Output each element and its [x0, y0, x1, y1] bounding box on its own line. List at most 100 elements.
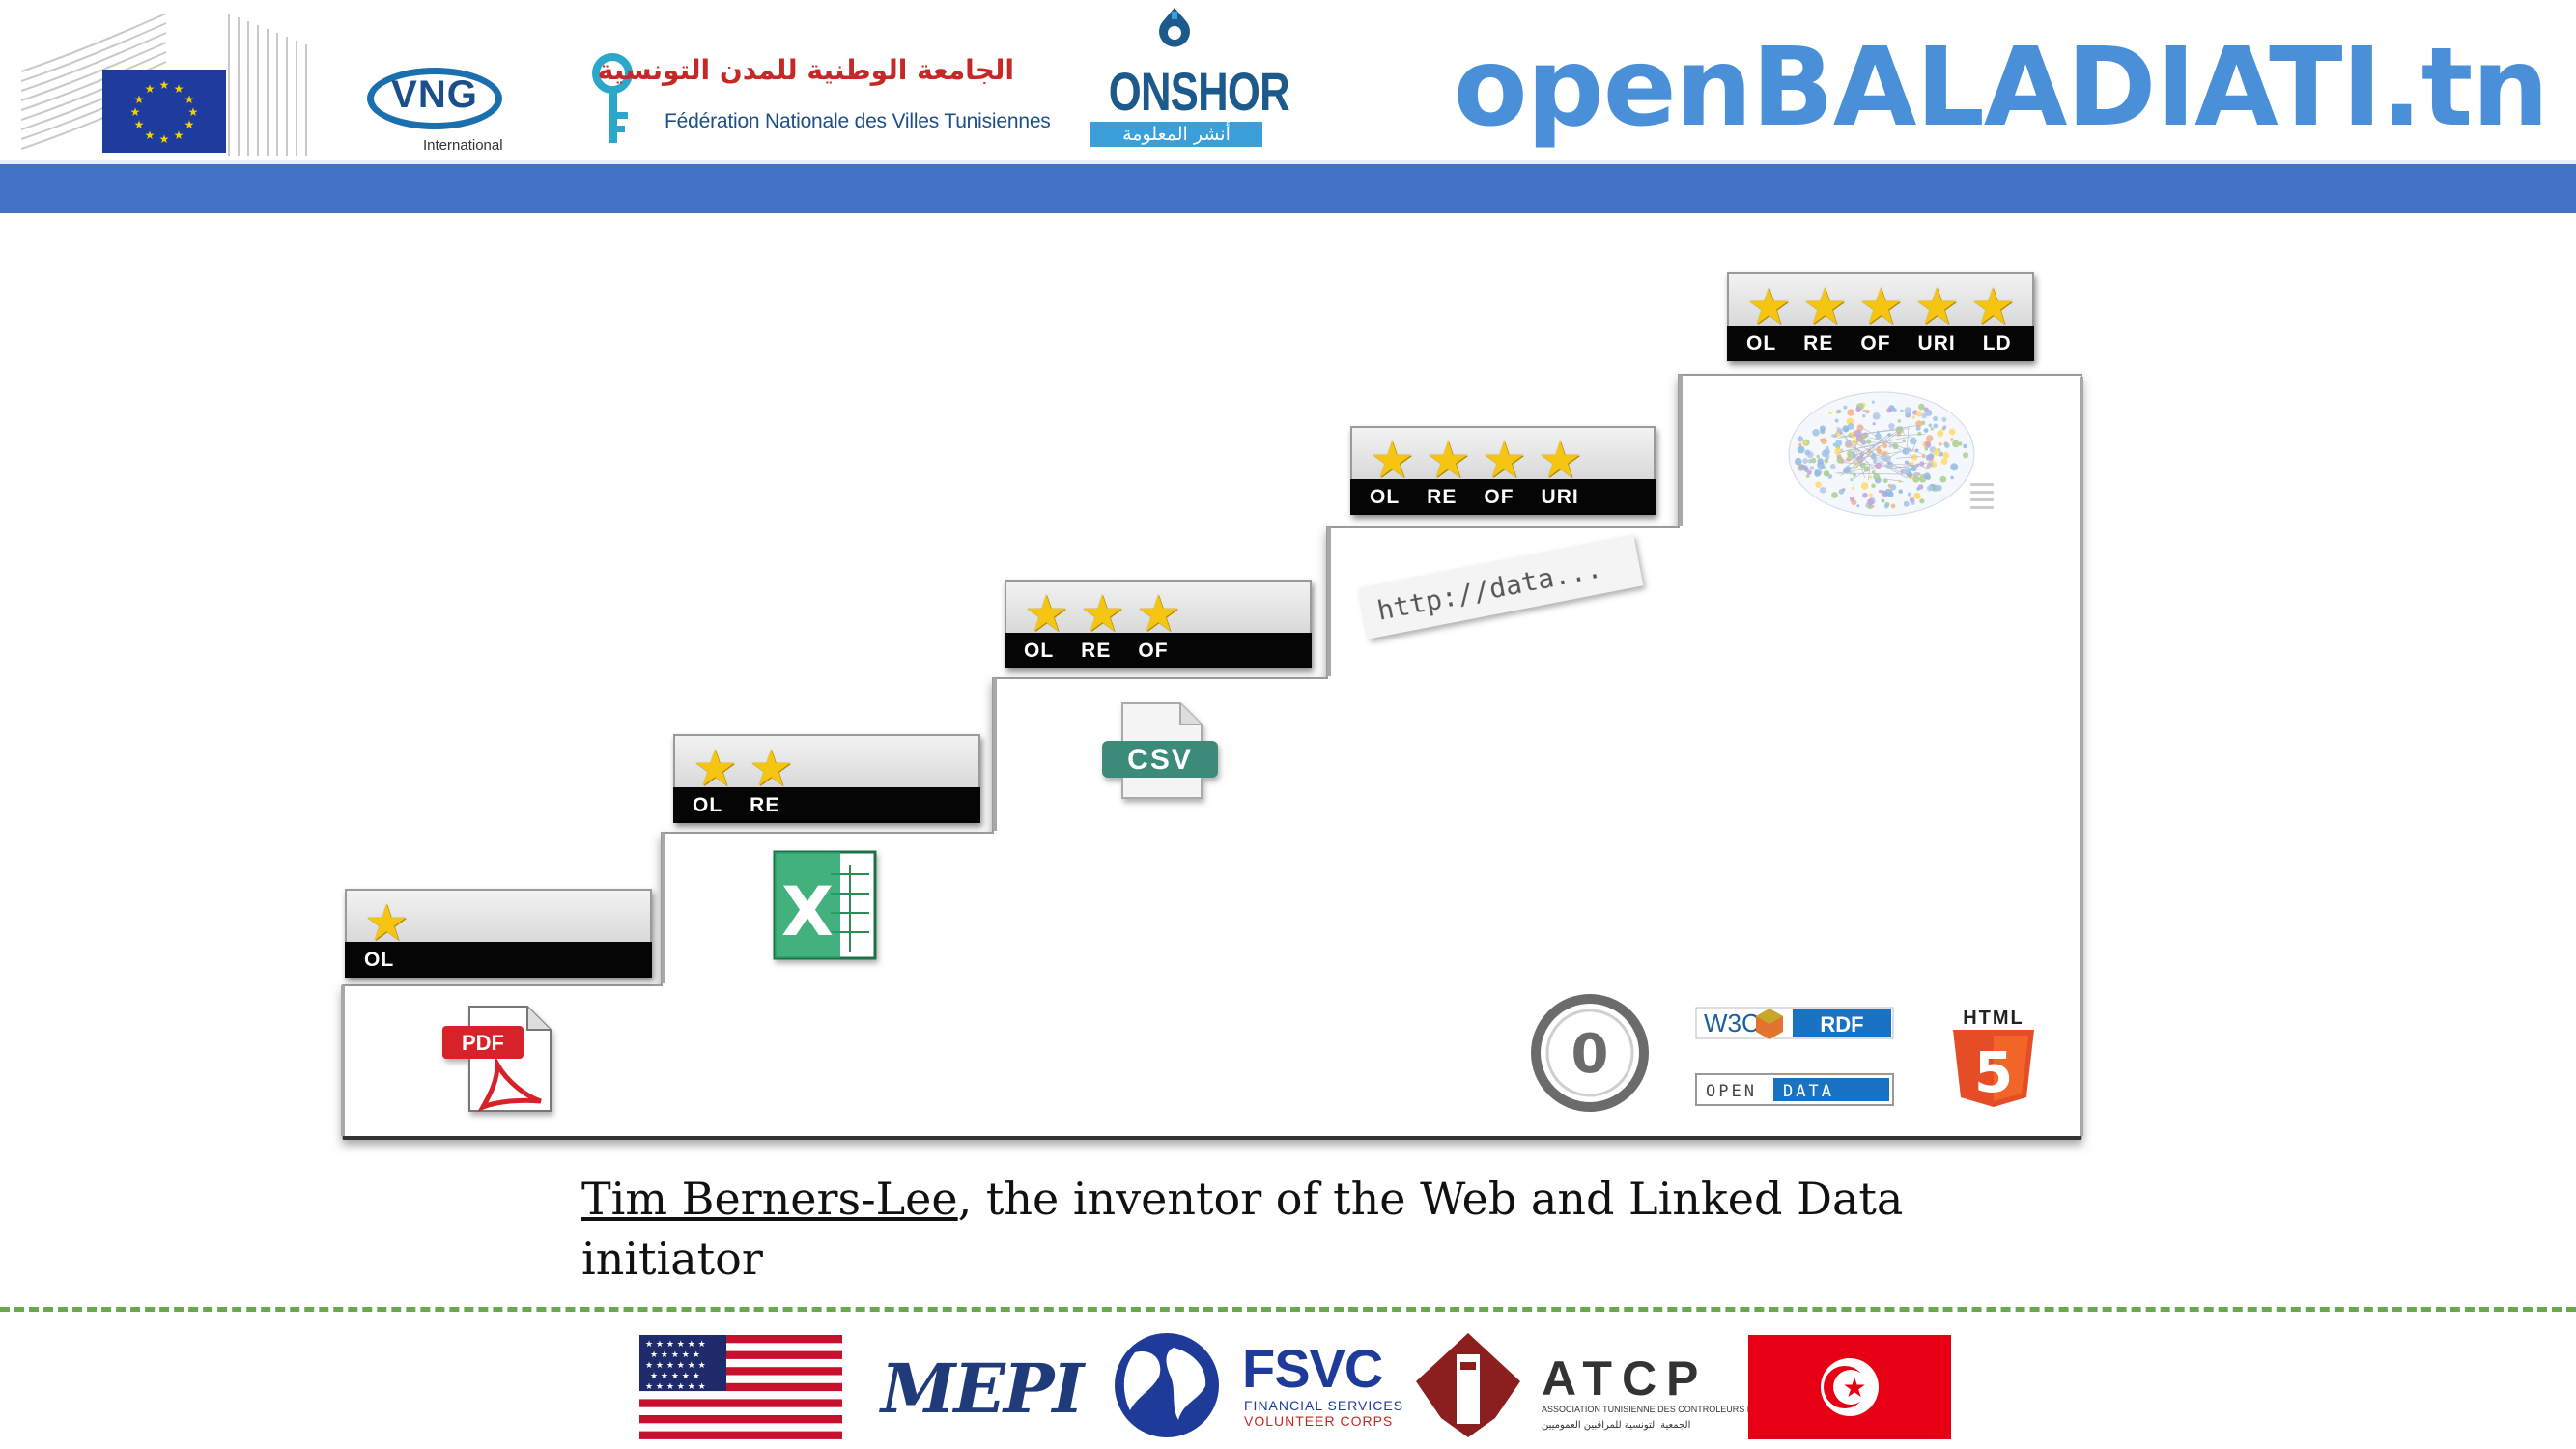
- svg-text:W3C: W3C: [1704, 1009, 1760, 1037]
- onshor-logo: ONSHOR أنشر المعلومة: [1086, 4, 1290, 149]
- badge-label: RE: [750, 793, 780, 816]
- svg-text:★: ★: [174, 128, 184, 142]
- european-commission-logo: ★★★ ★★★ ★★★ ★★★: [21, 14, 307, 156]
- excel-icon: X: [773, 850, 877, 960]
- badge-label: URI: [1917, 331, 1956, 355]
- star-icon: ★: [1370, 432, 1415, 490]
- svg-text:VOLUNTEER CORPS: VOLUNTEER CORPS: [1244, 1413, 1393, 1429]
- globe-icon: [1115, 1333, 1219, 1437]
- svg-text:★ ★ ★ ★ ★ ★: ★ ★ ★ ★ ★ ★: [645, 1382, 706, 1392]
- svg-text:★: ★: [145, 128, 156, 142]
- badge-star-area: ★★: [673, 734, 980, 794]
- svg-text:ATCP: ATCP: [1542, 1351, 1708, 1406]
- svg-text:FINANCIAL SERVICES: FINANCIAL SERVICES: [1244, 1398, 1403, 1413]
- vng-oval: [367, 68, 502, 129]
- svg-text:X: X: [781, 872, 834, 952]
- svg-text:★: ★: [184, 93, 195, 106]
- badge-star-area: ★: [345, 889, 652, 949]
- star-icon: ★: [364, 895, 410, 952]
- mepi-logo: MEPI: [879, 1349, 1088, 1429]
- fsvc-logo: FSVC FINANCIAL SERVICES VOLUNTEER CORPS: [1242, 1338, 1403, 1429]
- footer-separator: [0, 1307, 2576, 1312]
- badge-star-area: ★★★: [1005, 580, 1312, 639]
- svg-text:★: ★: [145, 82, 156, 96]
- star-icon: ★: [1746, 278, 1792, 336]
- info-drop-icon: [1159, 8, 1190, 47]
- open-data-badge: OPEN DATA: [1695, 1073, 1894, 1106]
- svg-text:RDF: RDF: [1820, 1012, 1863, 1037]
- star-icon: ★: [1970, 278, 2016, 336]
- svg-text:★ ★ ★ ★ ★ ★: ★ ★ ★ ★ ★ ★: [645, 1361, 706, 1371]
- linked-data-cloud-icon: [1788, 391, 1994, 517]
- caption-text: , the inventor of the Web and Linked Dat…: [581, 1173, 1904, 1285]
- badge-label-bar: OL RE OF URI LD: [1727, 326, 2034, 361]
- star-badge-level-2: ★★OL RE: [673, 734, 980, 823]
- star-icon: ★: [1426, 432, 1471, 490]
- svg-text:FSVC: FSVC: [1242, 1338, 1382, 1399]
- svg-text:★: ★: [159, 78, 170, 92]
- svg-text:★ ★ ★ ★ ★: ★ ★ ★ ★ ★: [650, 1372, 700, 1381]
- star-icon: ★: [1024, 585, 1069, 643]
- svg-text:★: ★: [1842, 1372, 1866, 1404]
- star-badge-level-1: ★OL: [345, 889, 652, 978]
- badge-label: RE: [1803, 331, 1834, 355]
- badge-star-area: ★★★★★: [1727, 272, 2034, 332]
- csv-icon: CSV: [1102, 702, 1218, 799]
- atcp-logo: ATCP ASSOCIATION TUNISIENNE DES CONTROLE…: [1416, 1333, 1784, 1437]
- footer-logos: ★ ★ ★ ★ ★ ★★ ★ ★ ★ ★ ★ ★ ★ ★ ★ ★★ ★ ★ ★ …: [639, 1333, 1951, 1439]
- vng-name: VNG: [391, 73, 478, 116]
- site-title[interactable]: openBALADIATI.tn: [1453, 25, 2549, 151]
- svg-text:★: ★: [134, 118, 145, 131]
- us-flag-icon: ★ ★ ★ ★ ★ ★★ ★ ★ ★ ★ ★ ★ ★ ★ ★ ★★ ★ ★ ★ …: [639, 1335, 842, 1439]
- badge-label: OF: [1484, 485, 1514, 508]
- badge-label: OL: [693, 793, 723, 816]
- tunisia-flag-icon: ★: [1748, 1335, 1951, 1439]
- caption: Tim Berners-Lee, the inventor of the Web…: [581, 1169, 1934, 1289]
- svg-text:★: ★: [130, 105, 141, 119]
- badge-label: OF: [1860, 331, 1891, 355]
- header-band-highlight: [0, 160, 2576, 164]
- w3c-rdf-badge: W3C RDF: [1695, 1007, 1894, 1039]
- badge-label: RE: [1427, 485, 1458, 508]
- caption-link-tim-berners-lee[interactable]: Tim Berners-Lee: [581, 1173, 958, 1225]
- key-icon: [592, 53, 633, 143]
- star-icon: ★: [1538, 432, 1583, 490]
- svg-text:0: 0: [1571, 1023, 1609, 1086]
- fnvt-name-french: Fédération Nationale des Villes Tunisien…: [665, 110, 1051, 132]
- svg-text:★ ★ ★ ★ ★ ★: ★ ★ ★ ★ ★ ★: [645, 1340, 706, 1350]
- svg-text:HTML: HTML: [1963, 1008, 2024, 1029]
- svg-text:★: ★: [188, 105, 199, 119]
- fnvt-name-arabic: الجامعة الوطنية للمدن التونسية: [597, 54, 1014, 86]
- svg-text:CSV: CSV: [1127, 744, 1193, 776]
- star-icon: ★: [1914, 278, 1960, 336]
- badge-label: OL: [1746, 331, 1777, 355]
- badge-label-bar: OL: [345, 942, 652, 978]
- vng-sub: International: [423, 137, 503, 154]
- pdf-icon: PDF: [442, 1006, 552, 1112]
- vng-international-logo: VNG International: [363, 60, 532, 156]
- svg-text:★: ★: [159, 132, 170, 146]
- svg-text:DATA: DATA: [1783, 1082, 1834, 1101]
- badge-label: LD: [1982, 331, 2012, 355]
- badge-star-area: ★★★★: [1350, 426, 1656, 486]
- svg-text:5: 5: [1974, 1039, 2013, 1105]
- svg-text:MEPI: MEPI: [879, 1349, 1086, 1429]
- stair-risers: [341, 375, 2083, 1136]
- header-band: [0, 160, 2576, 213]
- svg-text:ASSOCIATION TUNISIENNE DES CON: ASSOCIATION TUNISIENNE DES CONTROLEURS P…: [1542, 1405, 1784, 1414]
- cc-zero-icon: 0: [1531, 994, 1649, 1112]
- svg-text:★: ★: [174, 82, 184, 96]
- badge-label: OL: [1370, 485, 1401, 508]
- star-icon: ★: [749, 740, 794, 798]
- header: ★★★ ★★★ ★★★ ★★★ VNG International الجامع…: [0, 0, 2576, 214]
- star-icon: ★: [1136, 585, 1181, 643]
- star-icon: ★: [1482, 432, 1527, 490]
- svg-text:★: ★: [134, 93, 145, 106]
- svg-text:الجمعية التونسية للمراقبين الع: الجمعية التونسية للمراقبين العموميين: [1542, 1420, 1690, 1431]
- fnvt-logo: الجامعة الوطنية للمدن التونسية Fédératio…: [583, 52, 1051, 149]
- star-icon: ★: [1080, 585, 1125, 643]
